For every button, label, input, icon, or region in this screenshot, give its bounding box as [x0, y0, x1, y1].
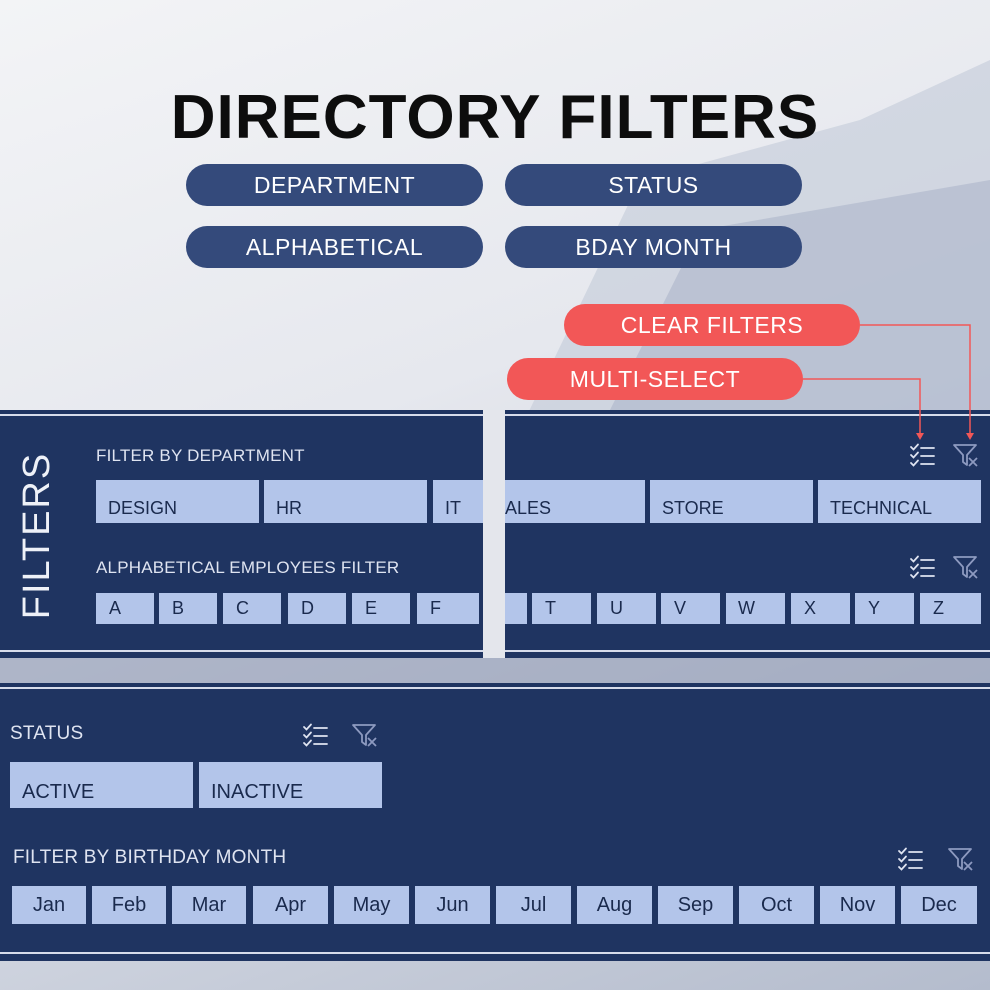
clear-filter-icon[interactable]	[952, 553, 980, 581]
month-nov-button[interactable]: Nov	[820, 886, 895, 924]
multi-select-icon[interactable]	[909, 553, 937, 581]
month-jan-button[interactable]: Jan	[12, 886, 86, 924]
month-oct-button[interactable]: Oct	[739, 886, 814, 924]
letter-w-button[interactable]: W	[726, 593, 785, 624]
letter-partial-button[interactable]	[505, 593, 527, 624]
department-item-it[interactable]: IT	[433, 480, 483, 523]
letter-b-button[interactable]: B	[159, 593, 217, 624]
alphabetical-filter-label: ALPHABETICAL EMPLOYEES FILTER	[96, 558, 400, 577]
clear-filter-icon[interactable]	[947, 845, 975, 873]
status-item-active[interactable]: ACTIVE	[10, 762, 193, 808]
filters-vertical-label: FILTERS	[17, 451, 59, 618]
letter-d-button[interactable]: D	[288, 593, 346, 624]
letter-e-button[interactable]: E	[352, 593, 410, 624]
letter-t-button[interactable]: T	[532, 593, 591, 624]
birthday-filter-label: FILTER BY BIRTHDAY MONTH	[13, 847, 287, 868]
pill-alphabetical: ALPHABETICAL	[186, 226, 483, 268]
letter-v-button[interactable]: V	[661, 593, 720, 624]
month-apr-button[interactable]: Apr	[253, 886, 328, 924]
letter-f-button[interactable]: F	[417, 593, 479, 624]
letter-a-button[interactable]: A	[96, 593, 154, 624]
multi-select-icon[interactable]	[302, 721, 330, 749]
letter-z-button[interactable]: Z	[920, 593, 981, 624]
clear-filter-icon[interactable]	[952, 441, 980, 469]
letter-x-button[interactable]: X	[791, 593, 850, 624]
month-sep-button[interactable]: Sep	[658, 886, 733, 924]
multi-select-icon[interactable]	[897, 845, 925, 873]
letter-u-button[interactable]: U	[597, 593, 656, 624]
department-item-technical[interactable]: TECHNICAL	[818, 480, 981, 523]
department-item-store[interactable]: STORE	[650, 480, 813, 523]
pill-status: STATUS	[505, 164, 802, 206]
month-aug-button[interactable]: Aug	[577, 886, 652, 924]
month-may-button[interactable]: May	[334, 886, 409, 924]
status-panel-top-rule	[0, 687, 990, 689]
month-feb-button[interactable]: Feb	[92, 886, 166, 924]
panel-gap	[483, 410, 505, 658]
pill-bday-month: BDAY MONTH	[505, 226, 802, 268]
clear-filter-icon[interactable]	[351, 721, 379, 749]
month-dec-button[interactable]: Dec	[901, 886, 977, 924]
filters-vertical-text: FILTERS	[16, 451, 59, 619]
callout-clear-filters: CLEAR FILTERS	[564, 304, 860, 346]
month-jun-button[interactable]: Jun	[415, 886, 490, 924]
letter-y-button[interactable]: Y	[855, 593, 914, 624]
letter-c-button[interactable]: C	[223, 593, 281, 624]
department-item-hr[interactable]: HR	[264, 480, 427, 523]
status-panel-bottom-rule	[0, 952, 990, 954]
month-jul-button[interactable]: Jul	[496, 886, 571, 924]
page-title: DIRECTORY FILTERS	[170, 83, 820, 152]
callout-multi-select: MULTI-SELECT	[507, 358, 803, 400]
pill-department: DEPARTMENT	[186, 164, 483, 206]
status-item-inactive[interactable]: INACTIVE	[199, 762, 382, 808]
department-filter-label: FILTER BY DEPARTMENT	[96, 446, 305, 465]
month-mar-button[interactable]: Mar	[172, 886, 246, 924]
status-filter-label: STATUS	[10, 723, 84, 744]
department-item-design[interactable]: DESIGN	[96, 480, 259, 523]
multi-select-icon[interactable]	[909, 441, 937, 469]
department-item-sales[interactable]: ALES	[505, 480, 645, 523]
